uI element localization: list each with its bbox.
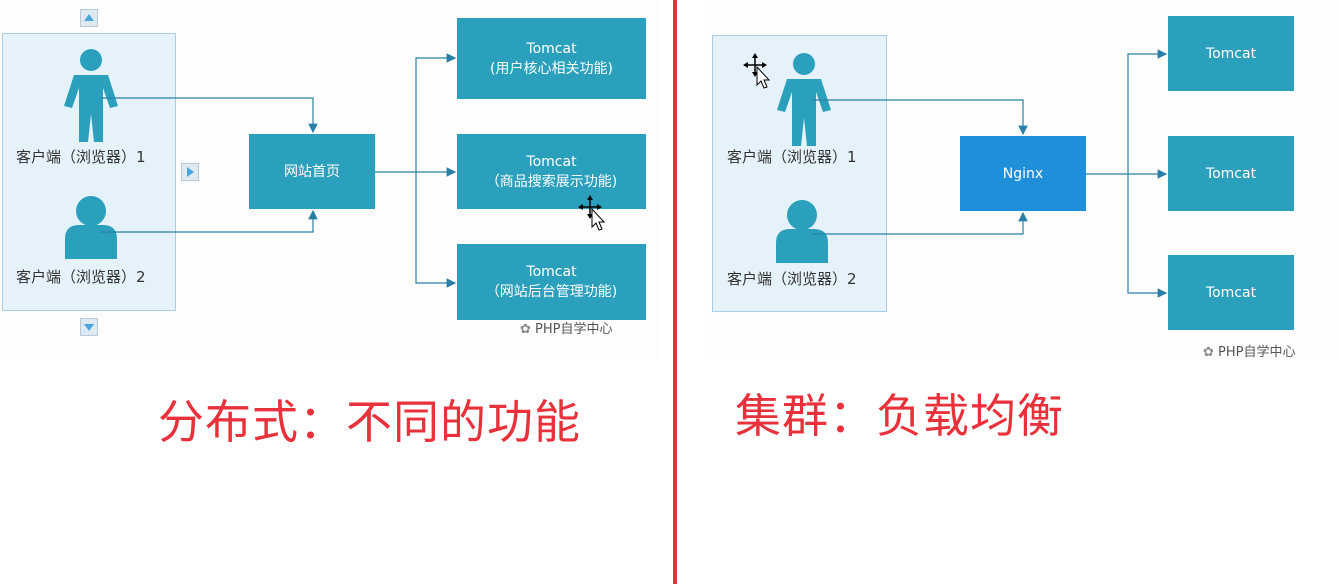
tomcat-node-3: Tomcat （网站后台管理功能) xyxy=(457,244,646,320)
nginx-label: Nginx xyxy=(1002,165,1044,182)
client-1-label: 客户端（浏览器）1 xyxy=(727,148,857,166)
wechat-icon: ✿ xyxy=(1203,345,1214,360)
tomcat-node-1: Tomcat xyxy=(1168,16,1294,91)
arrow-right-icon xyxy=(187,167,194,177)
watermark-text: PHP自学中心 xyxy=(535,322,613,337)
tomcat-subtitle: （网站后台管理功能) xyxy=(485,284,618,300)
watermark: ✿ PHP自学中心 xyxy=(1203,341,1296,360)
connector-line xyxy=(1127,174,1168,298)
tomcat-title: Tomcat xyxy=(526,153,577,170)
homepage-label: 网站首页 xyxy=(284,163,340,180)
wechat-icon: ✿ xyxy=(520,322,531,337)
divider-line xyxy=(673,0,677,584)
connector-line xyxy=(415,172,457,288)
watermark: ✿ PHP自学中心 xyxy=(520,318,613,337)
tomcat-node-1: Tomcat (用户核心相关功能) xyxy=(457,18,646,99)
tomcat-title: Tomcat xyxy=(1205,284,1257,301)
connector-line xyxy=(100,209,318,233)
tomcat-subtitle: (用户核心相关功能) xyxy=(490,60,613,77)
move-cursor-icon xyxy=(743,53,771,89)
right-caption: 集群：负载均衡 xyxy=(735,389,1064,443)
scroll-right-button[interactable] xyxy=(181,163,199,181)
user-avatar-icon xyxy=(776,200,828,263)
person-icon xyxy=(777,53,831,146)
client-2-label: 客户端（浏览器）2 xyxy=(16,268,146,286)
tomcat-title: Tomcat xyxy=(526,264,577,280)
person-icon xyxy=(64,49,118,142)
client-2-label: 客户端（浏览器）2 xyxy=(727,270,857,288)
connector-line xyxy=(415,53,457,172)
connector-line xyxy=(1127,49,1168,174)
arrow-up-icon xyxy=(84,14,94,21)
tomcat-title: Tomcat xyxy=(1205,165,1257,182)
tomcat-title: Tomcat xyxy=(526,40,577,57)
tomcat-node-3: Tomcat xyxy=(1168,255,1294,330)
tomcat-node-2: Tomcat xyxy=(1168,136,1294,211)
client-1-label: 客户端（浏览器）1 xyxy=(16,148,146,166)
arrow-down-icon xyxy=(84,324,94,331)
connector-line xyxy=(812,99,1028,136)
left-caption: 分布式：不同的功能 xyxy=(158,395,581,449)
user-avatar-icon xyxy=(65,196,117,259)
tomcat-title: Tomcat xyxy=(1205,45,1257,62)
watermark-text: PHP自学中心 xyxy=(1218,345,1296,360)
connector-line xyxy=(812,211,1028,235)
tomcat-node-2: Tomcat （商品搜索展示功能) xyxy=(457,134,646,209)
homepage-node: 网站首页 xyxy=(249,134,375,209)
tomcat-subtitle: （商品搜索展示功能) xyxy=(485,173,618,190)
scroll-up-button[interactable] xyxy=(80,9,98,27)
scroll-down-button[interactable] xyxy=(80,318,98,336)
nginx-node: Nginx xyxy=(960,136,1086,211)
move-cursor-icon xyxy=(578,195,606,231)
connector-line xyxy=(100,97,318,134)
